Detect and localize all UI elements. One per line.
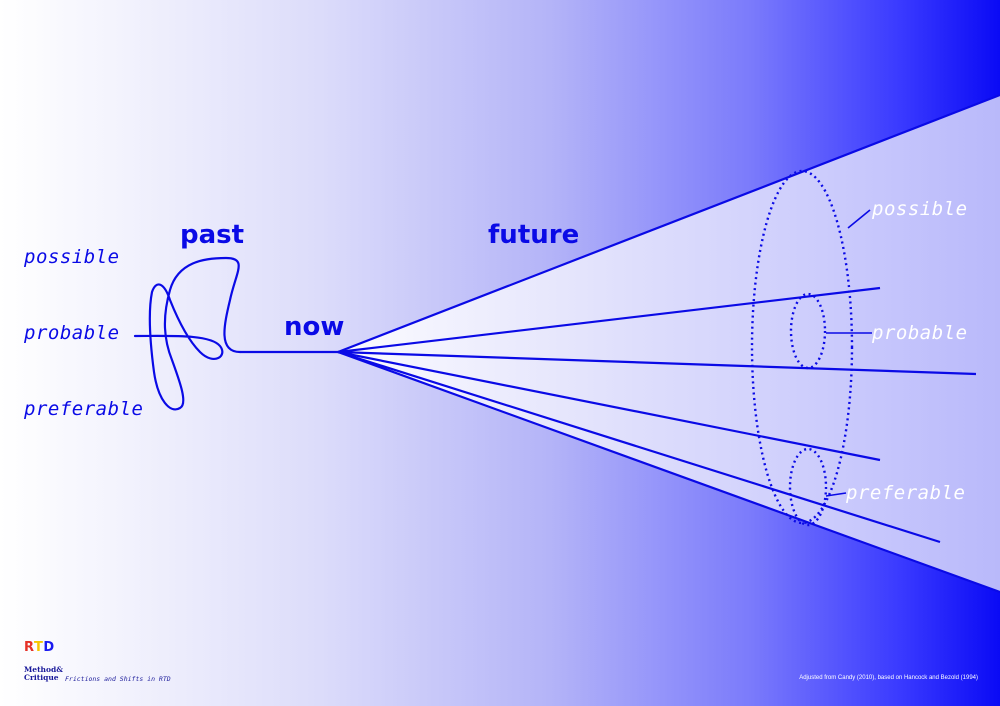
preferable-ellipse (788, 447, 828, 527)
now-heading: now (284, 312, 344, 342)
past-squiggle (133, 256, 242, 411)
past-possible-label: possible (23, 246, 120, 268)
future-trajectory-line (337, 350, 881, 462)
logo-subtitle: Frictions and Shifts in RTD (65, 675, 171, 683)
future-trajectory-line (337, 286, 881, 354)
future-heading: future (488, 220, 579, 250)
future-cone-fill (338, 95, 1000, 592)
method-critique-logo: RTD Method& Critique Frictions and Shift… (24, 641, 224, 691)
future-possible-label: possible (871, 198, 968, 220)
past-preferable-label: preferable (23, 398, 143, 420)
past-probable-label: probable (23, 322, 120, 344)
future-trajectory-line (337, 350, 977, 376)
future-preferable-label: preferable (845, 482, 965, 504)
possible-ellipse (750, 169, 854, 525)
probable-ellipse (789, 292, 827, 370)
future-trajectory-line (337, 350, 941, 544)
cone-upper-edge (337, 93, 1000, 354)
rtd-logo-mark: RTD (24, 640, 55, 655)
future-probable-label: probable (871, 322, 968, 344)
possible-leader-line (847, 209, 871, 229)
past-heading: past (180, 220, 244, 250)
preferable-leader-line (825, 492, 847, 497)
method-critique-wordmark: Method& Critique (24, 665, 64, 682)
cone-lower-edge (337, 350, 1000, 594)
source-credit: Adjusted from Candy (2010), based on Han… (799, 675, 978, 681)
